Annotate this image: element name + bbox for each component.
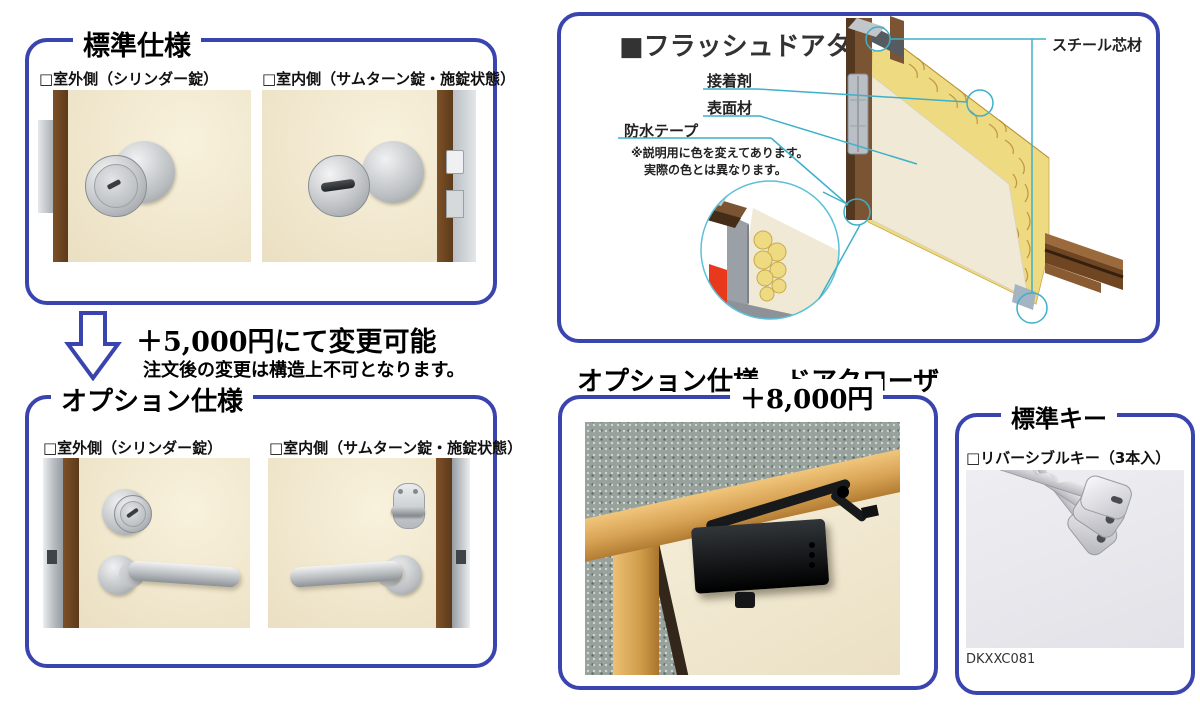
adhesive-label: 接着剤 [707, 72, 753, 90]
strike-plate [38, 120, 53, 213]
sill-rail-top [1045, 233, 1123, 270]
top-channel [872, 26, 904, 58]
screw [413, 489, 418, 494]
option-indoor-label: □室内側（サムターン錠・施錠状態） [269, 439, 523, 457]
latch-edge-plate [453, 90, 476, 262]
door-closer-photo [585, 422, 900, 675]
top-cap [848, 18, 885, 37]
dead-bolt [446, 190, 464, 218]
down-arrow-icon [64, 311, 122, 382]
sill-rail-ledge [1045, 263, 1101, 293]
closer-body [691, 518, 830, 594]
surface-material-label: 表面材 [707, 99, 753, 117]
option-spec-panel: オプション仕様 □室外側（シリンダー錠） □室内側（サムターン錠・施錠状態） [25, 381, 522, 668]
thumbturn-wing [391, 506, 425, 516]
latch-bolt [446, 150, 464, 174]
flush-door-panel: ■フラッシュドアタイプ 接着剤 表面材 防水テープ ※説明用に色を変えてあります… [557, 12, 1160, 343]
option-spec-title: オプション仕様 [51, 381, 254, 418]
keys-photo [966, 470, 1184, 648]
waterproof-tape-label: 防水テープ [624, 122, 699, 140]
reversible-key-label: □リバーシブルキー（3本入） [966, 449, 1171, 467]
arm-elbow [837, 486, 849, 498]
door-closer-panel: ＋8,000円 [558, 379, 938, 690]
door-closer-price: ＋8,000円 [730, 379, 884, 416]
corner-detail-inset [701, 181, 839, 319]
knob-rose [362, 141, 424, 203]
color-note-line1: ※説明用に色を変えてあります。 [631, 146, 809, 160]
flush-door-cutaway-diagram [618, 16, 1124, 324]
option-indoor-lever-photo [268, 458, 470, 628]
standard-outdoor-knob-photo [33, 90, 251, 262]
standard-key-title: 標準キー [1001, 399, 1117, 434]
latch-edge-plate [452, 458, 470, 628]
key-code: DKXXC081 [966, 652, 1036, 667]
sill-rail-front [1045, 243, 1123, 290]
latch-bolt [47, 550, 57, 564]
door-edge [437, 90, 453, 262]
callout-lines [618, 26, 1048, 324]
standard-indoor-knob-photo [262, 90, 476, 262]
standard-spec-panel: 標準仕様 □室外側（シリンダー錠） □室内側（サムターン錠・施錠状態） [25, 24, 515, 305]
door-edge [436, 458, 452, 628]
inset-circle [700, 180, 840, 320]
upgrade-price-note: ＋5,000円にて変更可能 [136, 327, 437, 358]
screw [398, 489, 403, 494]
latch-edge-plate [43, 458, 63, 628]
standard-spec-title: 標準仕様 [73, 24, 201, 63]
closer-pinion [735, 592, 755, 608]
standard-indoor-label: □室内側（サムターン錠・施錠状態） [262, 70, 516, 88]
standard-key-panel: 標準キー □リバーシブルキー（3本入） DKXXC081 [955, 399, 1195, 695]
latch-bolt [456, 550, 466, 564]
door-edge [53, 90, 68, 262]
closer-valve-holes [809, 542, 815, 548]
option-outdoor-label: □室外側（シリンダー錠） [43, 439, 223, 457]
standard-outdoor-label: □室外側（シリンダー錠） [39, 70, 219, 88]
upgrade-caution-note: 注文後の変更は構造上不可となります。 [143, 360, 465, 381]
steel-core-label: スチール芯材 [1052, 36, 1143, 54]
door-edge [63, 458, 79, 628]
door-face [79, 458, 250, 628]
option-outdoor-lever-photo [43, 458, 250, 628]
color-note-line2: 実際の色とは異なります。 [644, 163, 787, 177]
